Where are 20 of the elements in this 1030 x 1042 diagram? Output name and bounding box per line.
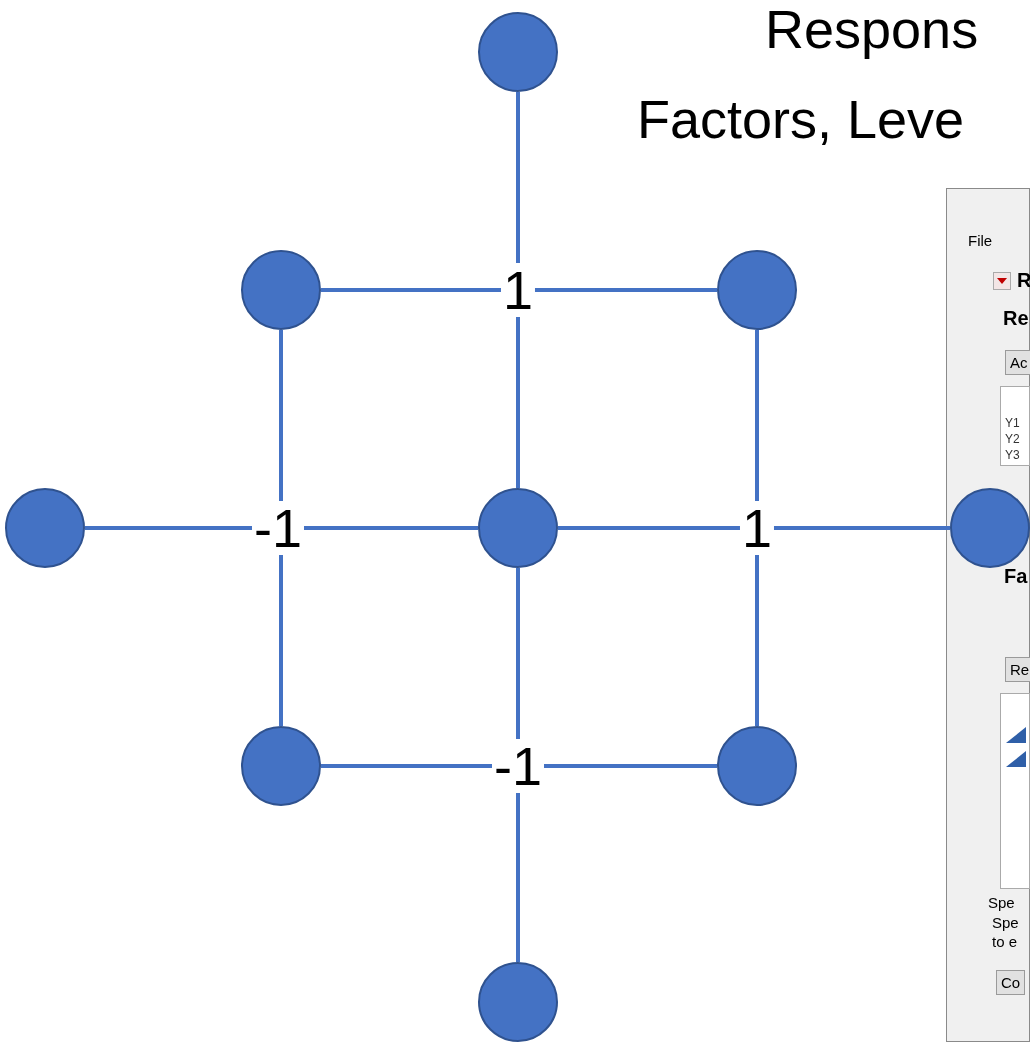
dialog-button: Ac: [1005, 350, 1030, 375]
section-heading: Fa: [1004, 566, 1028, 586]
dialog-text: File: [968, 233, 993, 248]
dialog-button: Re: [1005, 657, 1030, 682]
title-text: Factors, Leve: [637, 92, 965, 146]
connector-line: [85, 526, 478, 530]
response-name: Y1: [1005, 417, 1020, 429]
connector-line: [558, 526, 950, 530]
level-label: 1: [501, 263, 535, 317]
response-name: Y2: [1005, 433, 1020, 445]
level-label: 1: [740, 501, 774, 555]
response-name: Y3: [1005, 449, 1020, 461]
section-heading: Re: [1003, 308, 1029, 328]
dialog-button: Co: [996, 970, 1026, 995]
dialog-text: Spe: [992, 915, 1019, 930]
level-label: -1: [252, 501, 304, 555]
dialog-text: Spe: [988, 895, 1015, 910]
connector-line: [321, 288, 717, 292]
dialog-text: to e: [992, 934, 1018, 949]
level-label: -1: [492, 739, 544, 793]
